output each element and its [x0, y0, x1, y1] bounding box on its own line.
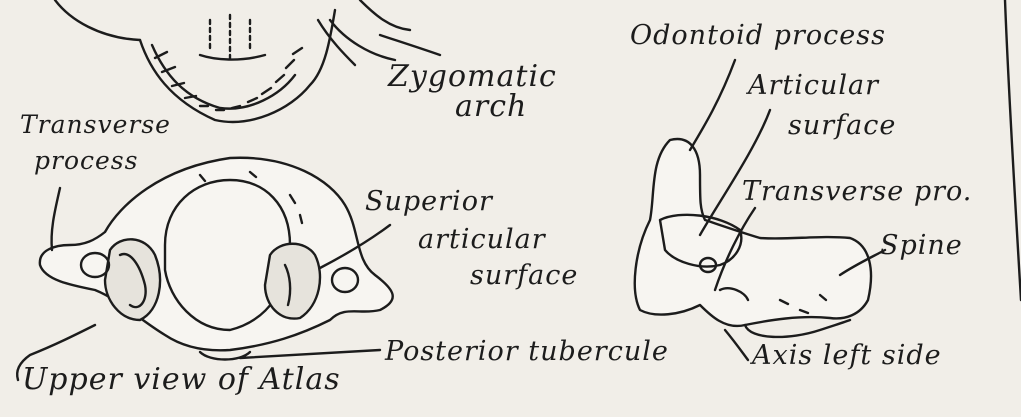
label-surface-right: surface	[788, 112, 896, 139]
label-posterior-tubercule: Posterior tubercule	[385, 338, 669, 365]
label-transverse: Transverse	[20, 112, 171, 137]
label-spine: Spine	[880, 232, 963, 259]
label-process: process	[34, 148, 138, 173]
axis-drawing	[635, 60, 885, 360]
label-axis-left-side: Axis left side	[752, 342, 942, 369]
label-arch: arch	[455, 92, 527, 122]
label-odontoid-process: Odontoid process	[630, 22, 886, 49]
atlas-drawing	[17, 158, 393, 380]
page-edge-line	[1005, 0, 1021, 300]
label-superior: Superior	[365, 188, 493, 215]
label-articular-right: Articular	[748, 72, 879, 99]
label-upper-view-atlas: Upper view of Atlas	[22, 365, 341, 395]
label-surface: surface	[470, 262, 578, 289]
label-zygomatic: Zygomatic	[388, 62, 557, 92]
skull-jaw-drawing	[55, 0, 440, 122]
label-transverse-pro: Transverse pro.	[742, 178, 972, 205]
label-articular: articular	[418, 226, 546, 253]
